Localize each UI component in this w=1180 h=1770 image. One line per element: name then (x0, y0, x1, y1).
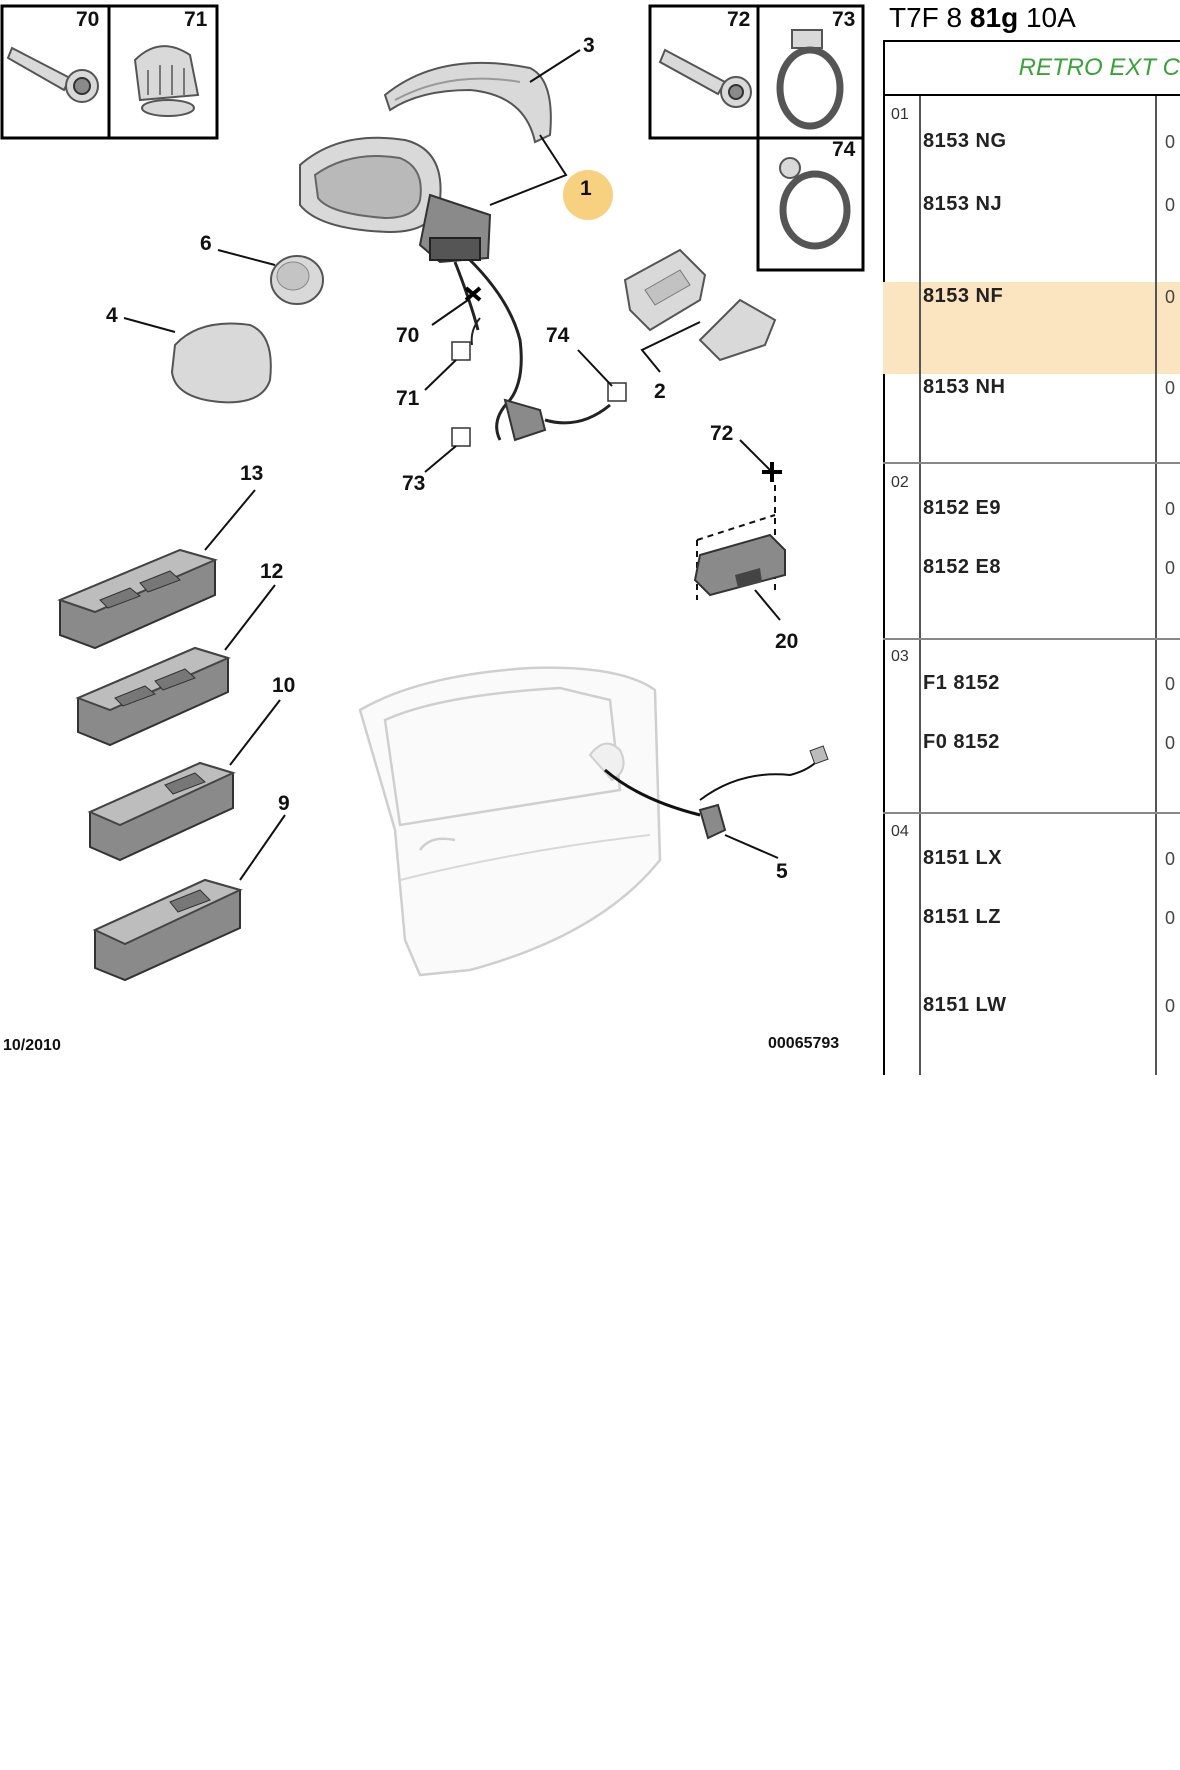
window-switch-part-12 (75, 646, 231, 747)
harness-part-5 (604, 745, 829, 840)
group-separator (883, 812, 1180, 814)
label-part-12[interactable]: 12 (260, 560, 283, 583)
exploded-parts-diagram: 70 71 72 73 74 (0, 4, 865, 1054)
label-part-72[interactable]: 72 (710, 422, 733, 445)
trim-part-2 (623, 248, 777, 362)
inset-label-71: 71 (184, 8, 208, 31)
label-part-13[interactable]: 13 (240, 462, 263, 485)
part-ref[interactable]: F1 8152 (923, 672, 1000, 694)
label-part-20[interactable]: 20 (775, 630, 798, 653)
label-part-10[interactable]: 10 (272, 674, 295, 697)
label-part-3[interactable]: 3 (583, 34, 595, 57)
part-ref[interactable]: 8153 NG (923, 130, 1007, 152)
marker-73-icon (451, 427, 471, 447)
part-ref-selected[interactable]: 8153 NF (923, 285, 1004, 307)
part-ref[interactable]: 8152 E8 (923, 556, 1002, 578)
part-ref[interactable]: 8151 LZ (923, 906, 1001, 928)
door-outline (358, 666, 662, 977)
panel-col-divider-2 (1155, 96, 1157, 1075)
screw-72-icon (658, 48, 752, 108)
selected-row-highlight (883, 282, 1180, 374)
marker-74-icon (607, 382, 627, 402)
part-ref[interactable]: F0 8152 (923, 731, 1000, 753)
label-part-4[interactable]: 4 (106, 304, 118, 327)
group-separator (883, 638, 1180, 640)
part-ref[interactable]: 8153 NH (923, 376, 1006, 398)
label-part-6[interactable]: 6 (200, 232, 212, 255)
qty-stub: 0 (1165, 287, 1176, 307)
qty-stub: 0 (1165, 996, 1176, 1016)
parts-reference-panel: T7F 8 81g 10A RETRO EXT C 01 8153 NG 815… (883, 0, 1180, 1075)
group-separator (883, 462, 1180, 464)
marker-70-icon (464, 286, 482, 302)
panel-col-divider (919, 96, 921, 1075)
panel-subtitle: RETRO EXT C (883, 40, 1180, 96)
part-ref[interactable]: 8153 NJ (923, 193, 1003, 215)
inset-box-70-71: 70 71 (0, 4, 219, 140)
group-id: 01 (891, 106, 909, 123)
inset-label-72: 72 (727, 8, 750, 31)
label-part-74[interactable]: 74 (546, 324, 570, 347)
qty-stub: 0 (1165, 195, 1176, 215)
qty-stub: 0 (1165, 908, 1176, 928)
module-part-20 (693, 485, 786, 600)
mirror-cover-part-3 (383, 61, 552, 144)
screw-70-icon (6, 46, 99, 103)
panel-header: T7F 8 81g 10A (883, 0, 1180, 40)
diagram-date: 10/2010 (3, 1037, 61, 1054)
connector-part-icon (503, 398, 547, 442)
window-switch-part-9 (92, 878, 243, 982)
group-id: 03 (891, 648, 909, 665)
qty-stub: 0 (1165, 674, 1176, 694)
mirror-housing-part-1 (299, 136, 492, 264)
header-suffix: 10A (1018, 2, 1076, 33)
marker-71-icon (451, 341, 471, 361)
part-ref[interactable]: 8152 E9 (923, 497, 1002, 519)
window-switch-part-13 (57, 548, 218, 650)
inset-label-73: 73 (832, 8, 855, 31)
marker-72-icon (762, 462, 782, 482)
label-part-70[interactable]: 70 (396, 324, 419, 347)
qty-stub: 0 (1165, 378, 1176, 398)
label-part-5[interactable]: 5 (776, 860, 788, 883)
group-id: 02 (891, 474, 909, 491)
group-id: 04 (891, 823, 909, 840)
inset-box-72-73-74: 72 73 74 (648, 4, 865, 272)
cap-part-6 (270, 255, 324, 305)
label-part-73[interactable]: 73 (402, 472, 425, 495)
diagram-code: 00065793 (768, 1035, 839, 1052)
cable-tie-74-icon (779, 157, 851, 250)
label-part-71[interactable]: 71 (396, 387, 420, 410)
header-bold: 81g (969, 2, 1019, 33)
qty-stub: 0 (1165, 132, 1176, 152)
mirror-glass-part-4 (170, 322, 272, 404)
clip-71-icon (133, 45, 200, 117)
qty-stub: 0 (1165, 499, 1176, 519)
part-ref[interactable]: 8151 LX (923, 847, 1003, 869)
qty-stub: 0 (1165, 558, 1176, 578)
qty-stub: 0 (1165, 849, 1176, 869)
header-prefix: T7F 8 (889, 2, 970, 33)
label-part-9[interactable]: 9 (278, 792, 290, 815)
label-part-2[interactable]: 2 (654, 380, 666, 403)
label-part-1[interactable]: 1 (580, 177, 592, 200)
part-ref[interactable]: 8151 LW (923, 994, 1007, 1016)
inset-label-74: 74 (832, 138, 856, 161)
callout-1-highlight[interactable] (563, 170, 613, 220)
qty-stub: 0 (1165, 733, 1176, 753)
window-switch-part-10 (87, 761, 236, 862)
panel-left-border (883, 40, 885, 1075)
cable-tie-73-icon (776, 29, 844, 130)
inset-label-70: 70 (76, 8, 99, 31)
